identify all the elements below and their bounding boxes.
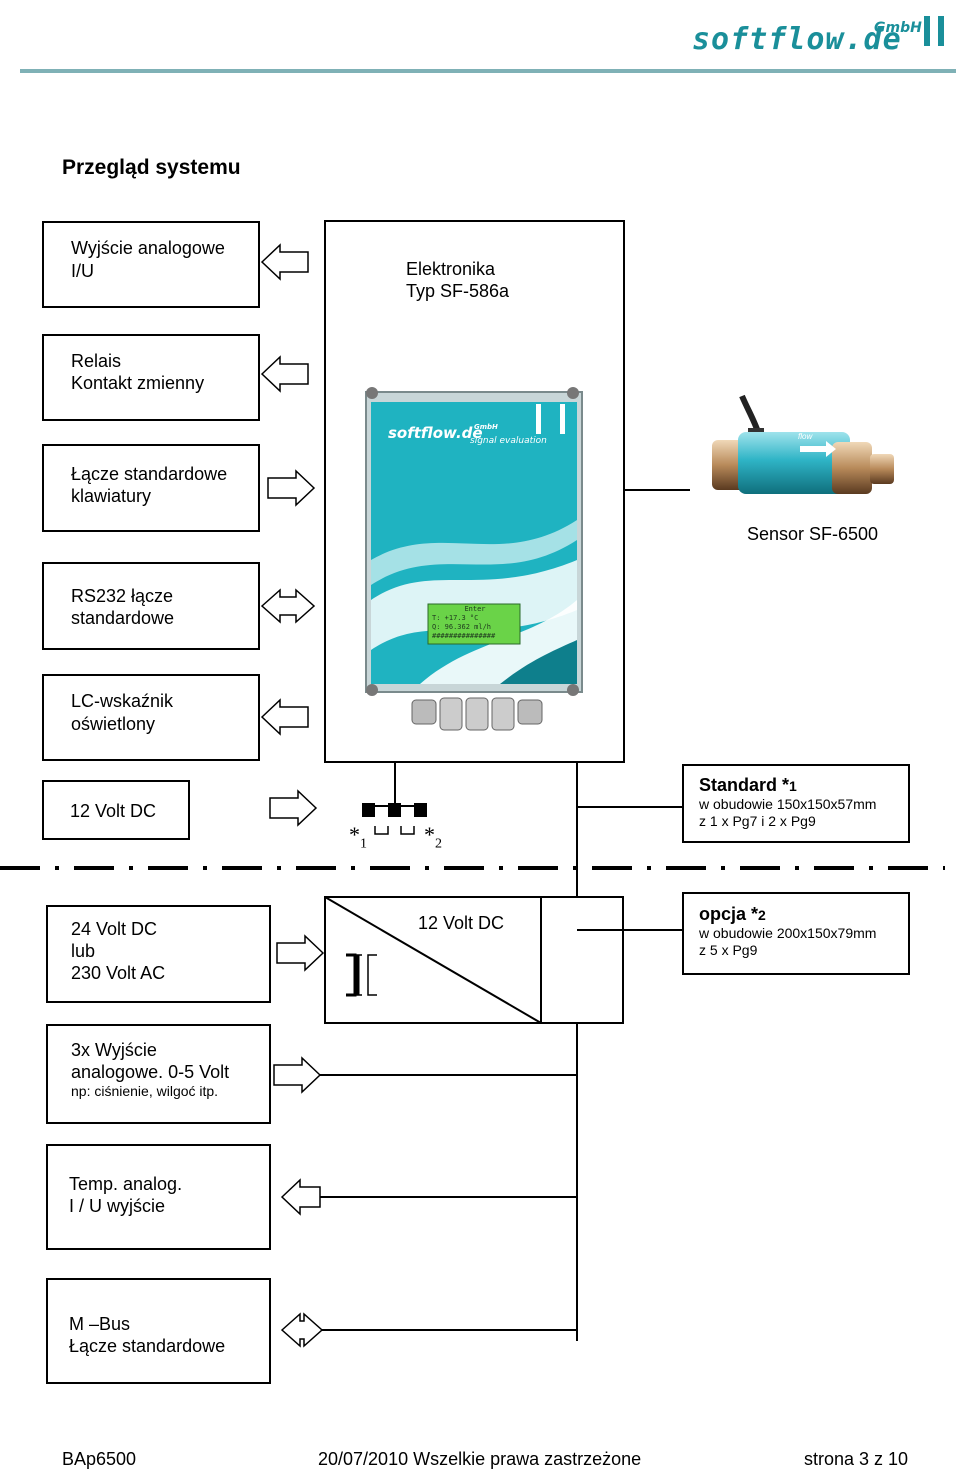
box-3x-line3: np: ciśnienie, wilgoć itp. bbox=[71, 1083, 219, 1099]
box-lc-display: LC-wskaźnik oświetlony bbox=[42, 674, 260, 761]
sensor-label: Sensor SF-6500 bbox=[747, 524, 879, 544]
box-rs232-line1: RS232 łącze bbox=[71, 586, 174, 606]
standard-line1: w obudowie 150x150x57mm bbox=[699, 796, 877, 812]
jumper-star-1: * bbox=[349, 822, 360, 847]
box-3x-line1: 3x Wyjście bbox=[71, 1040, 157, 1060]
box-keyboard-line2: klawiatury bbox=[71, 486, 152, 506]
arrow-right-icon bbox=[267, 469, 316, 507]
power-line2: lub bbox=[71, 941, 96, 961]
box-temp-line2: I / U wyjście bbox=[69, 1196, 166, 1216]
box-3x-analog: 3x Wyjście analogowe. 0-5 Volt np: ciśni… bbox=[46, 1024, 271, 1124]
standard-line2: z 1 x Pg7 i 2 x Pg9 bbox=[699, 813, 816, 829]
power-box: 24 Volt DC lub 230 Volt AC bbox=[46, 905, 271, 1003]
footer-doc-id: BAp6500 bbox=[62, 1449, 137, 1469]
box-relais: Relais Kontakt zmienny bbox=[42, 334, 260, 421]
option-line2: z 5 x Pg9 bbox=[699, 942, 758, 958]
logo-bars-icon bbox=[924, 16, 952, 51]
lcd-line: ############### bbox=[432, 632, 496, 640]
arrow-both-icon bbox=[260, 588, 316, 624]
header-rule bbox=[20, 69, 956, 73]
arrow-left-icon bbox=[260, 355, 309, 393]
sensor-flow-text: flow bbox=[798, 432, 813, 441]
box-mbus-line1: M –Bus bbox=[69, 1314, 131, 1334]
box-rs232: RS232 łącze standardowe bbox=[42, 562, 260, 650]
device-subtitle: signal evaluation bbox=[470, 436, 547, 446]
option-title: opcja *2 bbox=[699, 903, 766, 926]
box-relais-line2: Kontakt zmienny bbox=[71, 373, 205, 393]
box-keyboard-line1: Łącze standardowe bbox=[71, 464, 228, 484]
jumper-mark-2: *2 bbox=[424, 822, 442, 852]
standard-title-sup: 1 bbox=[789, 778, 797, 794]
arrow-both-icon bbox=[280, 1312, 324, 1348]
box-analog-output-line2: I/U bbox=[71, 261, 95, 281]
footer-copyright: 20/07/2010 Wszelkie prawa zastrzeżone bbox=[318, 1449, 642, 1469]
power-line3: 230 Volt AC bbox=[71, 963, 166, 983]
arrow-left-icon bbox=[280, 1178, 321, 1216]
sensor-photo bbox=[712, 394, 894, 494]
power-line1: 24 Volt DC bbox=[71, 919, 158, 939]
box-lc-line2: oświetlony bbox=[71, 714, 156, 734]
box-3x-line2: analogowe. 0-5 Volt bbox=[71, 1062, 230, 1082]
jumper-mark-1: *1 bbox=[349, 822, 367, 852]
device-lcd: Enter T: +17.3 °C Q: 96.362 ml/h #######… bbox=[432, 605, 518, 641]
logo-gmbh: GmbH bbox=[874, 20, 922, 36]
electronics-line1: Elektronika bbox=[406, 259, 496, 279]
arrow-left-icon bbox=[260, 698, 309, 736]
converter-box bbox=[324, 896, 624, 1024]
converter-label: 12 Volt DC bbox=[418, 913, 505, 933]
box-analog-output-line1: Wyjście analogowe bbox=[71, 238, 225, 258]
box-temp-line1: Temp. analog. bbox=[69, 1174, 183, 1194]
box-relais-line1: Relais bbox=[71, 351, 122, 371]
jumper-icon bbox=[362, 803, 427, 835]
page-title: Przegląd systemu bbox=[62, 156, 241, 179]
device-logo: softflow.de bbox=[388, 424, 483, 442]
standard-title-text: Standard * bbox=[699, 775, 790, 795]
lcd-line: T: +17.3 °C bbox=[432, 614, 479, 622]
lcd-line: Enter bbox=[464, 605, 486, 613]
box-analog-output: Wyjście analogowe I/U bbox=[42, 221, 260, 308]
box-temp-analog: Temp. analog. I / U wyjście bbox=[46, 1144, 271, 1250]
logo-text: softflow.de bbox=[692, 22, 902, 57]
option-line1: w obudowie 200x150x79mm bbox=[699, 925, 877, 941]
lcd-line: Q: 96.362 ml/h bbox=[432, 623, 492, 631]
option-box: opcja *2 w obudowie 200x150x79mm z 5 x P… bbox=[682, 892, 910, 975]
arrow-left-icon bbox=[260, 243, 309, 281]
footer-page-number: strona 3 z 10 bbox=[804, 1449, 909, 1469]
box-rs232-line2: standardowe bbox=[71, 608, 175, 628]
option-title-sup: 2 bbox=[758, 907, 766, 923]
box-mbus: M –Bus Łącze standardowe bbox=[46, 1278, 271, 1384]
option-title-text: opcja * bbox=[699, 904, 759, 924]
electronics-device-photo bbox=[365, 387, 583, 731]
arrow-right-icon bbox=[273, 1056, 322, 1094]
transformer-icon bbox=[346, 953, 377, 997]
jumper-sub-1: 1 bbox=[360, 836, 367, 852]
standard-title: Standard *1 bbox=[699, 774, 797, 797]
jumper-star-2: * bbox=[424, 822, 435, 847]
arrow-right-icon bbox=[276, 934, 325, 972]
box-keyboard: Łącze standardowe klawiatury bbox=[42, 444, 260, 532]
device-logo-gmbh: GmbH bbox=[474, 423, 498, 431]
softflow-logo: softflow.de GmbH bbox=[692, 14, 952, 64]
box-mbus-line2: Łącze standardowe bbox=[69, 1336, 226, 1356]
jumper-sub-2: 2 bbox=[435, 836, 442, 852]
arrow-right-icon bbox=[269, 789, 318, 827]
box-12v: 12 Volt DC bbox=[42, 780, 190, 840]
electronics-line2: Typ SF-586a bbox=[406, 281, 510, 301]
box-lc-line1: LC-wskaźnik bbox=[71, 691, 174, 711]
standard-box: Standard *1 w obudowie 150x150x57mm z 1 … bbox=[682, 764, 910, 843]
box-12v-line1: 12 Volt DC bbox=[70, 801, 157, 821]
